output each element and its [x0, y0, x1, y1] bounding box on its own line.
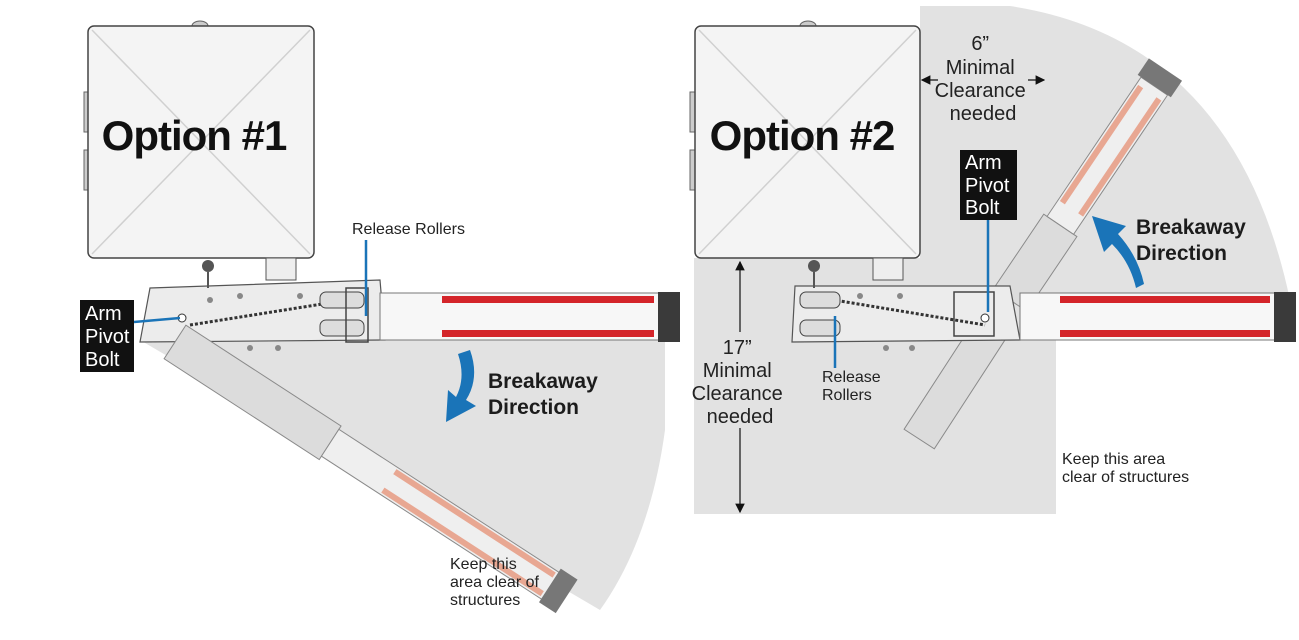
- option1-enclosure: Option #1: [83, 20, 315, 259]
- option2-pivot-bolt-box: [960, 150, 1017, 220]
- option2-side-clearance-bg: [938, 32, 1028, 124]
- option2-side-clearance-label: 6” Minimal Clearance needed: [935, 33, 1032, 125]
- option2-mount: [791, 257, 1021, 351]
- option1-title: Option #1: [102, 112, 287, 159]
- option2-bottom-clearance-bg: [696, 332, 784, 428]
- option1-mount: [139, 257, 386, 351]
- option1-arm-swung: [163, 324, 578, 614]
- option2-pivot-bolt-label: Arm Pivot Bolt: [965, 152, 1015, 219]
- option2-enclosure: Option #2: [689, 20, 921, 259]
- option2-breakaway-label: Breakaway Direction: [1136, 216, 1252, 265]
- option1-panel: Option #1: [80, 20, 680, 614]
- option1-arm-horizontal: [379, 292, 680, 342]
- option2-title: Option #2: [710, 112, 895, 159]
- option2-bottom-clearance-label: 17” Minimal Clearance needed: [692, 337, 789, 428]
- option1-pivot-bolt-leader: [133, 316, 181, 324]
- option1-breakaway-label: Breakaway Direction: [488, 370, 604, 419]
- option2-keep-clear-label: Keep this area clear of structures: [1062, 451, 1189, 486]
- option2-arm-horizontal: [1019, 292, 1296, 342]
- option2-panel: Option #2: [689, 6, 1296, 514]
- option2-breakaway-arrow: [1092, 216, 1144, 288]
- option2-arm-swung: [992, 58, 1183, 312]
- option1-release-rollers-label: Release Rollers: [352, 221, 465, 238]
- option1-breakaway-arrow: [446, 350, 476, 422]
- option1-pivot-bolt-label: Arm Pivot Bolt: [85, 303, 135, 371]
- option2-release-rollers-label: Release Rollers: [822, 369, 885, 404]
- option1-pivot-bolt-box: [80, 300, 134, 372]
- option1-keep-clear-label: Keep this area clear of structures: [450, 556, 543, 609]
